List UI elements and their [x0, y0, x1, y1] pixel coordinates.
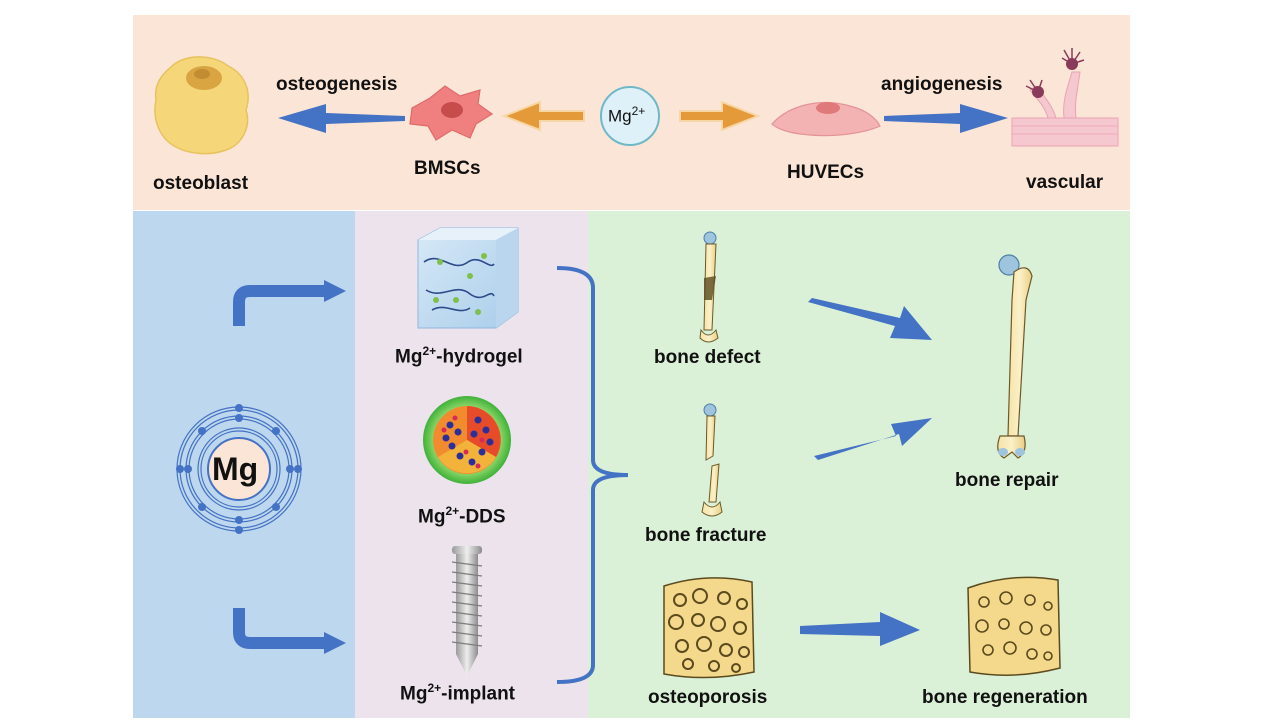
- bone-fracture-label: bone fracture: [645, 525, 767, 546]
- osteoporosis-label: osteoporosis: [648, 687, 768, 708]
- upper-branch-arrow: [233, 285, 326, 326]
- hydrogel-cube-icon: [417, 227, 519, 329]
- huvecs-cell-icon: [771, 101, 881, 137]
- implant-label: Mg2+-implant: [400, 681, 516, 705]
- bone-repair-label: bone repair: [955, 470, 1059, 491]
- bone-repair-icon: [997, 254, 1033, 459]
- defect-to-repair-arrow: [808, 298, 932, 340]
- lower-branch-arrow: [233, 608, 326, 649]
- bone-regeneration-label: bone regeneration: [922, 687, 1088, 708]
- bmscs-cell-icon: [409, 85, 494, 141]
- mg-element-label: Mg: [212, 451, 259, 487]
- electron-dots: [176, 404, 302, 534]
- bone-defect-icon: [699, 231, 719, 343]
- bone-defect-label: bone defect: [654, 347, 761, 368]
- dds-sphere-icon: [423, 396, 511, 484]
- angiogenesis-label: angiogenesis: [881, 74, 1003, 95]
- hydrogel-label: Mg2+-hydrogel: [395, 344, 523, 368]
- mg-to-bmscs-arrow: [501, 100, 585, 132]
- huvecs-label: HUVECs: [787, 162, 865, 183]
- mg-ion-icon: [600, 86, 660, 146]
- bmscs-label: BMSCs: [414, 158, 481, 179]
- bone-regeneration-icon: [967, 576, 1061, 676]
- mg-to-huvecs-arrow: [679, 100, 761, 132]
- osteoporosis-bone-icon: [663, 577, 755, 679]
- bone-fracture-icon: [701, 403, 723, 517]
- osteoporosis-to-regeneration-arrow: [800, 612, 920, 646]
- osteoblast-label: osteoblast: [153, 173, 249, 194]
- osteoblast-cell-icon: [154, 56, 249, 155]
- osteogenesis-arrow: [278, 104, 405, 133]
- grouping-bracket: [556, 266, 629, 684]
- osteogenesis-label: osteogenesis: [276, 74, 398, 95]
- implant-screw-icon: [451, 546, 483, 676]
- dds-label: Mg2+-DDS: [418, 504, 506, 528]
- fracture-to-repair-arrow: [814, 418, 932, 460]
- mg-ion-label: Mg2+: [608, 104, 646, 126]
- angiogenesis-arrow: [884, 104, 1008, 133]
- vascular-label: vascular: [1026, 172, 1104, 193]
- vascular-icon: [1011, 48, 1119, 147]
